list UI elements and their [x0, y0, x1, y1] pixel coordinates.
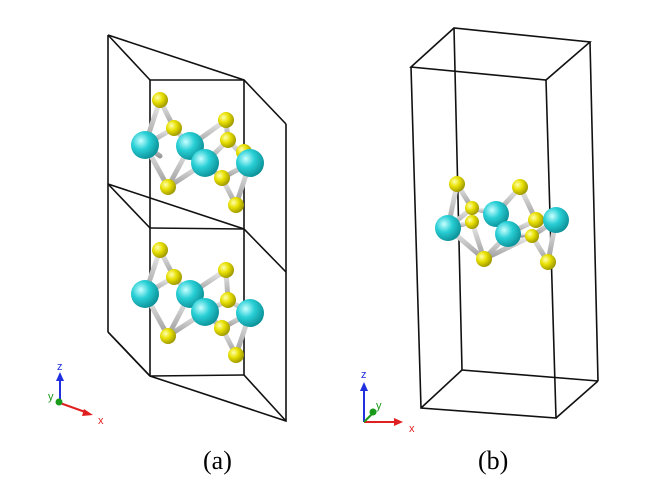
y-axis-label: y — [48, 391, 54, 403]
panel-a-layer-lower — [131, 242, 264, 363]
x-axis-label: x — [409, 423, 415, 435]
z-axis-label: z — [57, 361, 63, 373]
panel-a-axis-triad: z y x — [48, 361, 104, 427]
panel-b-layer — [435, 176, 569, 270]
y-axis-label: y — [376, 400, 382, 412]
panel-b-structure: z y x — [360, 27, 599, 435]
x-axis-label: x — [98, 415, 104, 427]
panel-a-cell-edges — [107, 34, 287, 423]
y-axis-arrow-icon — [55, 398, 63, 406]
z-axis-label: z — [361, 369, 367, 381]
atoms — [131, 242, 264, 363]
panel-a-structure: z y x — [48, 34, 287, 427]
panel-a-label: (a) — [203, 446, 232, 475]
panel-a-layer-upper — [131, 92, 264, 213]
panel-b-label: (b) — [478, 446, 509, 475]
panel-b-axis-triad: z y x — [360, 369, 415, 435]
atoms — [435, 176, 569, 270]
y-axis-arrow-icon — [369, 408, 377, 416]
atoms — [131, 92, 264, 213]
